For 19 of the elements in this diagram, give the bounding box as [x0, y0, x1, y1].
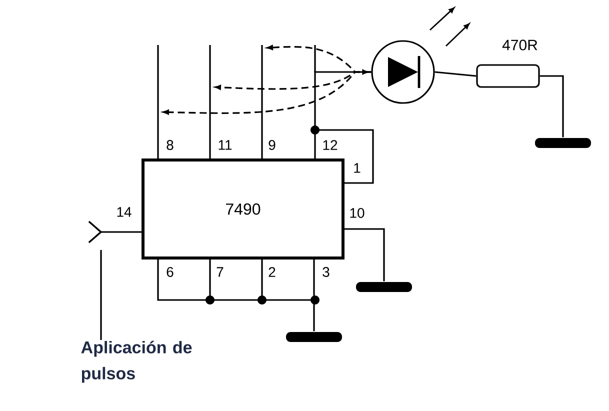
dashed-arrow	[162, 71, 372, 115]
resistor-symbol	[476, 64, 540, 88]
ground-bar	[286, 332, 342, 342]
wire	[313, 260, 315, 332]
ic-box: 7490	[142, 158, 344, 260]
input-terminal	[88, 220, 142, 244]
pin-number: 10	[350, 208, 364, 218]
ground-bar	[535, 138, 591, 148]
input-label: Aplicación de pulsos	[81, 340, 192, 383]
wire	[344, 228, 385, 282]
leader-line	[100, 250, 102, 340]
arrow	[314, 70, 368, 158]
ground-bar	[356, 282, 412, 292]
wire	[540, 75, 564, 138]
pin-number: 12	[323, 140, 338, 150]
led-symbol	[371, 40, 435, 104]
resistor-value: 470R	[502, 40, 538, 50]
pin-number: 3	[322, 267, 330, 277]
wire	[434, 71, 476, 77]
